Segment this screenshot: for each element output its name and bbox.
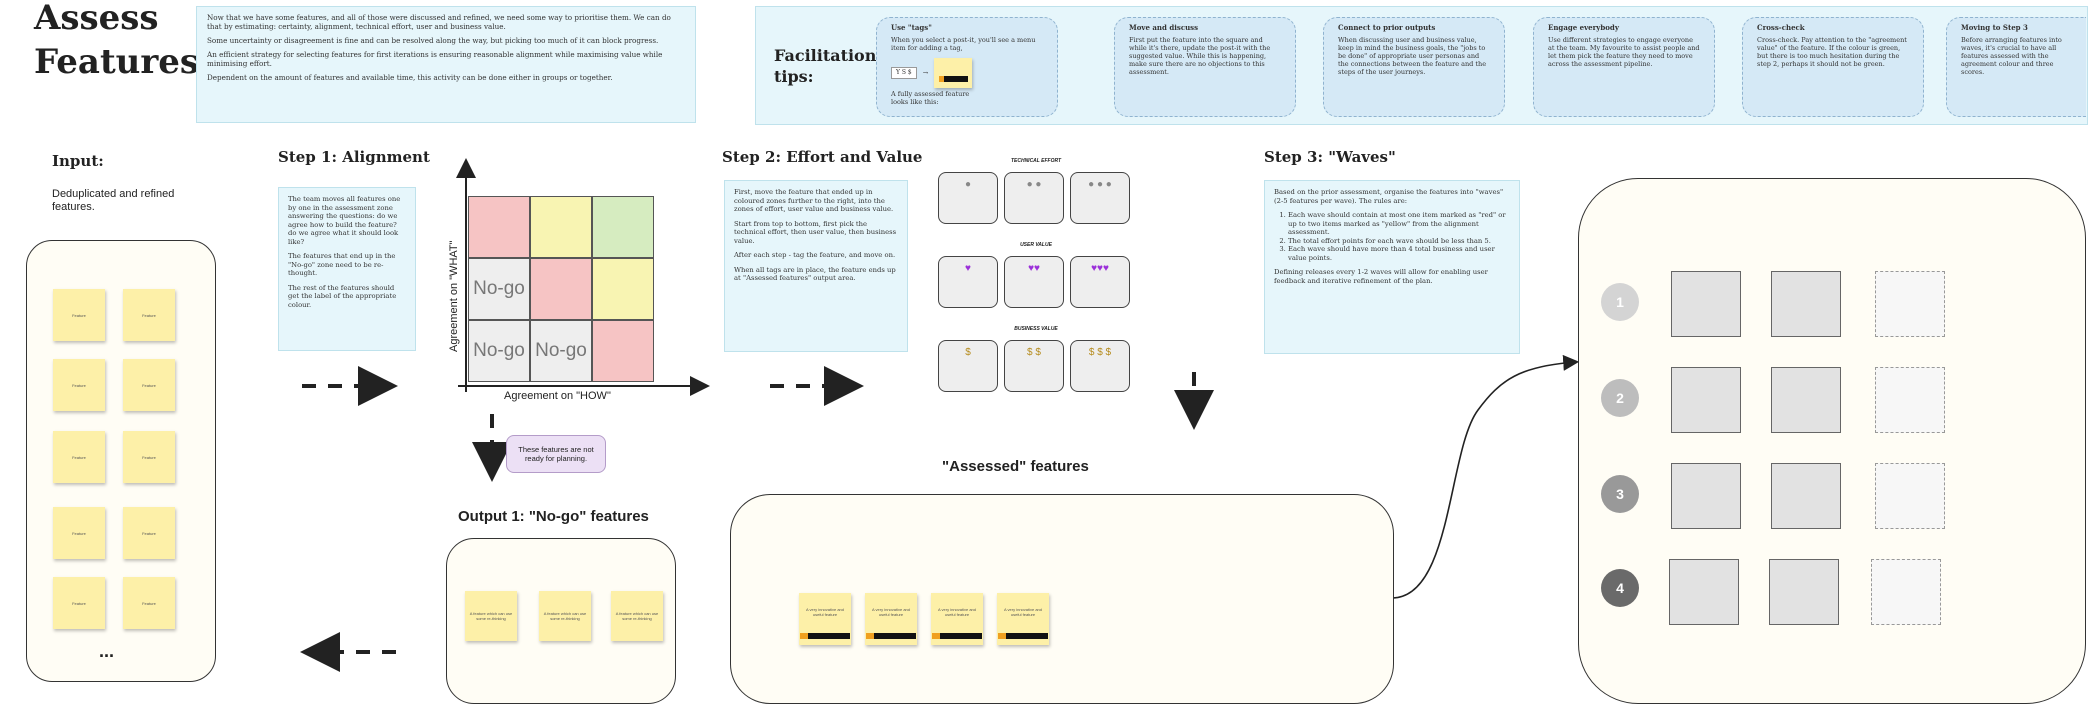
assessed-board: A very innovative and useful feature A v…: [730, 494, 1394, 704]
assessed-sticky[interactable]: A very innovative and useful feature: [865, 593, 917, 645]
input-sticky[interactable]: Feature: [123, 431, 175, 483]
sticky-note[interactable]: A feature which can use some re-thinking: [539, 591, 591, 641]
step3-note[interactable]: Based on the prior assessment, organise …: [1264, 180, 1520, 354]
effort-box-3[interactable]: ● ● ●: [1070, 172, 1130, 224]
effort-box-2[interactable]: ● ●: [1004, 172, 1064, 224]
input-sticky[interactable]: Feature: [53, 289, 105, 341]
tip-card-crosscheck[interactable]: Cross-check Cross-check. Pay attention t…: [1742, 17, 1924, 117]
page-title: Assess Features: [34, 0, 199, 84]
input-sticky[interactable]: Feature: [53, 431, 105, 483]
caption-technical-effort: TECHNICAL EFFORT: [1010, 158, 1062, 164]
effort-box-1[interactable]: ●: [938, 172, 998, 224]
business-value-box-3[interactable]: $ $ $: [1070, 340, 1130, 392]
grid-cell-red[interactable]: [592, 320, 654, 382]
assessed-sticky[interactable]: A very innovative and useful feature: [799, 593, 851, 645]
intro-paragraph: An efficient strategy for selecting feat…: [207, 50, 663, 68]
wave-slot[interactable]: [1769, 559, 1839, 625]
tip-card-engage[interactable]: Engage everybody Use different strategie…: [1533, 17, 1715, 117]
not-ready-note[interactable]: These features are not ready for plannin…: [506, 435, 606, 473]
step2-heading: Step 2: Effort and Value: [722, 148, 923, 166]
input-heading: Input:: [52, 152, 104, 170]
grid-cell-nogo[interactable]: No-go: [530, 320, 592, 382]
user-value-box-3[interactable]: ♥♥♥: [1070, 256, 1130, 308]
x-axis-label: Agreement on "HOW": [504, 390, 611, 402]
wave-slot[interactable]: [1771, 271, 1841, 337]
grid-cell-green[interactable]: [592, 196, 654, 258]
input-sticky[interactable]: Feature: [123, 507, 175, 559]
wave-number-badge: 3: [1601, 475, 1639, 513]
wave-slot[interactable]: [1671, 271, 1741, 337]
tip-card-move[interactable]: Move and discuss First put the feature i…: [1114, 17, 1296, 117]
wave-slot[interactable]: [1669, 559, 1739, 625]
input-sticky[interactable]: Feature: [53, 507, 105, 559]
arrow-icon: →: [922, 69, 929, 77]
intro-paragraph: Some uncertainty or disagreement is fine…: [207, 36, 659, 45]
nogo-board: A feature which can use some re-thinking…: [446, 538, 676, 704]
caption-user-value: USER VALUE: [1020, 242, 1052, 248]
grid-cell-red[interactable]: [468, 196, 530, 258]
waves-board: 1 2 3 4: [1578, 178, 2086, 704]
wave-slot[interactable]: [1671, 463, 1741, 529]
grid-cell-nogo[interactable]: No-go: [468, 320, 530, 382]
user-value-box-1[interactable]: ♥: [938, 256, 998, 308]
wave-slot[interactable]: [1771, 463, 1841, 529]
step2-note[interactable]: First, move the feature that ended up in…: [724, 180, 908, 352]
facilitation-panel: Facilitation tips: Use "tags" When you s…: [755, 6, 2088, 125]
wave-slot[interactable]: [1671, 367, 1741, 433]
tip-card-moving[interactable]: Moving to Step 3 Before arranging featur…: [1946, 17, 2086, 117]
facilitation-label: Facilitation tips:: [774, 46, 877, 86]
input-sticky[interactable]: Feature: [123, 577, 175, 629]
input-sticky[interactable]: Feature: [123, 289, 175, 341]
sticky-note[interactable]: A feature which can use some re-thinking: [611, 591, 663, 641]
grid-cell-nogo[interactable]: No-go: [468, 258, 530, 320]
wave-number-badge: 2: [1601, 379, 1639, 417]
business-value-box-1[interactable]: $: [938, 340, 998, 392]
intro-paragraph: Dependent on the amount of features and …: [207, 73, 613, 82]
wave-slot-optional[interactable]: [1875, 271, 1945, 337]
wave-slot[interactable]: [1771, 367, 1841, 433]
assessed-heading: "Assessed" features: [942, 458, 1089, 475]
wave-slot-optional[interactable]: [1875, 463, 1945, 529]
input-description: Deduplicated and refined features.: [52, 188, 175, 213]
grid-cell-red[interactable]: [530, 258, 592, 320]
wave-slot-optional[interactable]: [1871, 559, 1941, 625]
wave-number-badge: 1: [1601, 283, 1639, 321]
wave-slot-optional[interactable]: [1875, 367, 1945, 433]
curve-to-waves: [1391, 354, 1580, 599]
y-axis-label: Agreement on "WHAT": [448, 240, 460, 352]
title-line-1: Assess: [34, 0, 159, 38]
user-value-box-2[interactable]: ♥♥: [1004, 256, 1064, 308]
title-line-2: Features: [34, 42, 200, 82]
business-value-box-2[interactable]: $ $: [1004, 340, 1064, 392]
alignment-grid: No-go No-go No-go: [468, 196, 654, 382]
intro-note[interactable]: Now that we have some features, and all …: [196, 6, 696, 123]
input-sticky[interactable]: Feature: [123, 359, 175, 411]
step1-note[interactable]: The team moves all features one by one i…: [278, 187, 416, 351]
tip-card-tags[interactable]: Use "tags" When you select a post-it, yo…: [876, 17, 1058, 117]
grid-cell-yellow[interactable]: [530, 196, 592, 258]
output1-heading: Output 1: "No-go" features: [458, 508, 649, 525]
input-sticky[interactable]: Feature: [53, 359, 105, 411]
demo-sticky: [934, 58, 973, 88]
caption-business-value: BUSINESS VALUE: [1014, 326, 1058, 332]
more-indicator: ...: [99, 641, 115, 661]
tip-card-connect[interactable]: Connect to prior outputs When discussing…: [1323, 17, 1505, 117]
assessed-sticky[interactable]: A very innovative and useful feature: [931, 593, 983, 645]
grid-cell-yellow[interactable]: [592, 258, 654, 320]
sticky-note[interactable]: A feature which can use some re-thinking: [465, 591, 517, 641]
step3-heading: Step 3: "Waves": [1264, 148, 1396, 166]
assessed-sticky[interactable]: A very innovative and useful feature: [997, 593, 1049, 645]
tag-demo: Y S $: [891, 67, 917, 79]
intro-paragraph: Now that we have some features, and all …: [207, 13, 671, 31]
effort-value-zones: TECHNICAL EFFORT ● ● ● ● ● ● USER VALUE …: [936, 154, 1136, 404]
wave-number-badge: 4: [1601, 569, 1639, 607]
step1-heading: Step 1: Alignment: [278, 148, 430, 166]
input-sticky[interactable]: Feature: [53, 577, 105, 629]
